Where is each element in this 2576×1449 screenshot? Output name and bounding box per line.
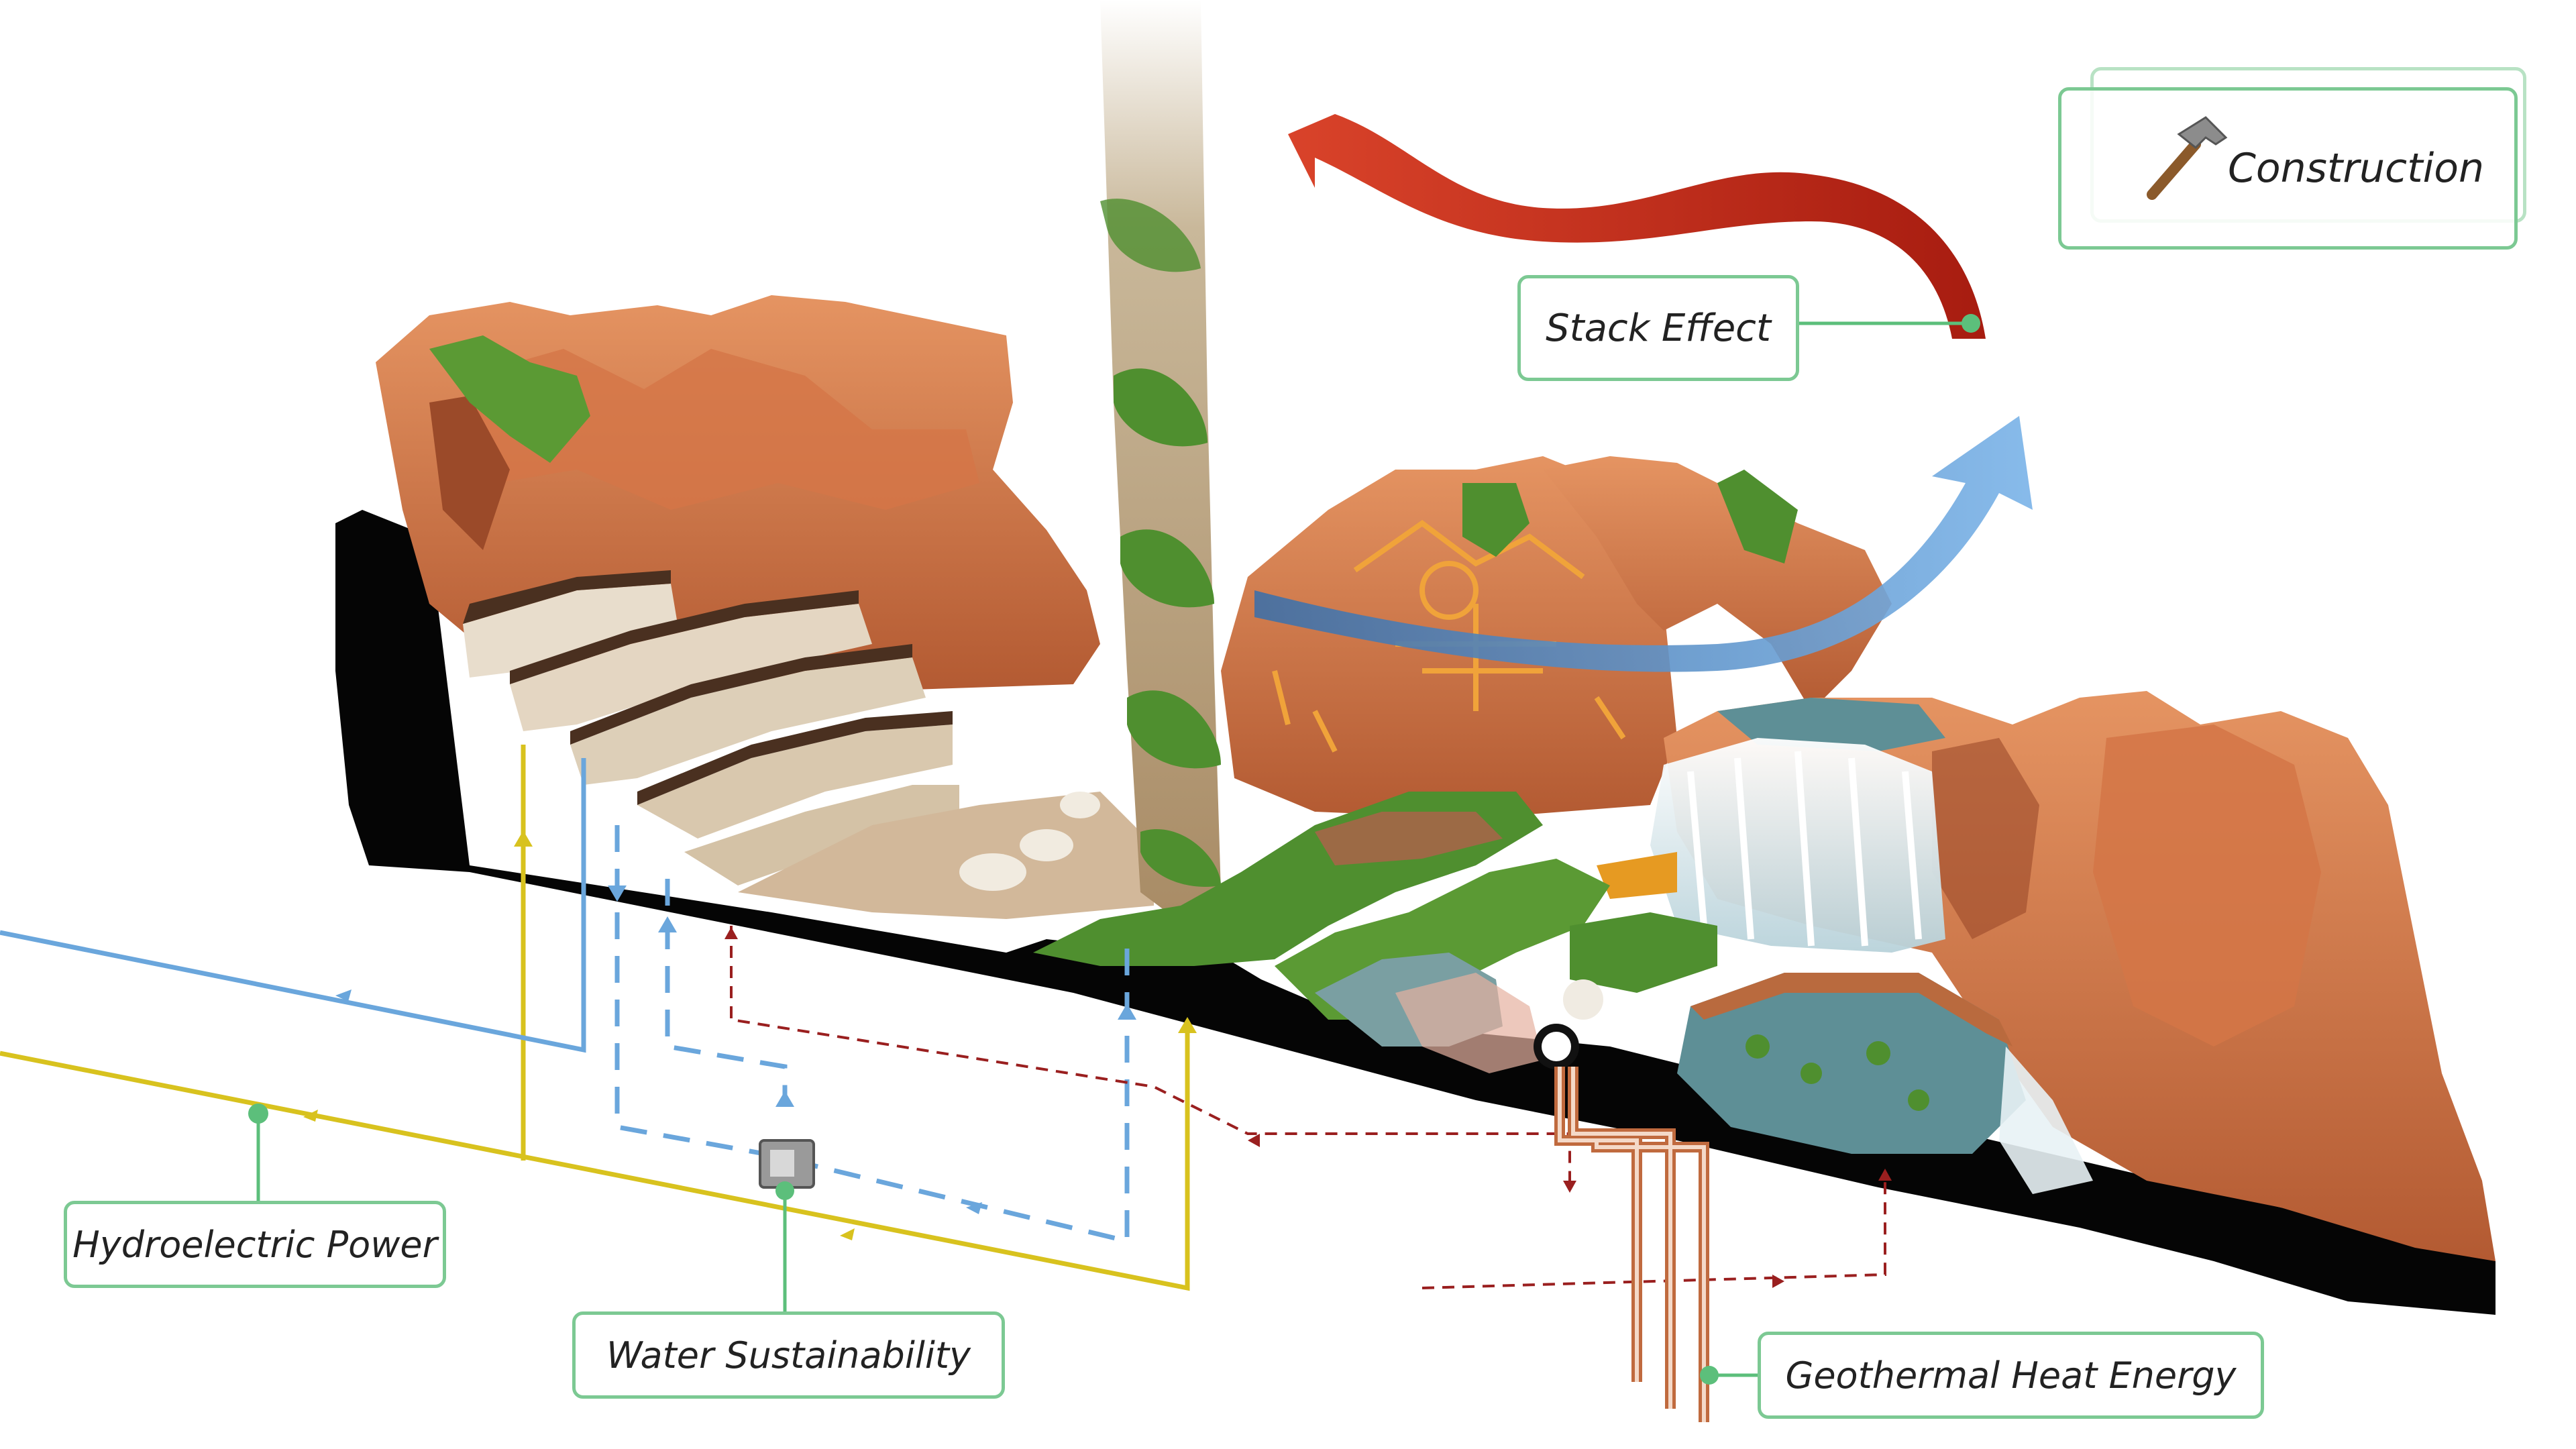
- lower-pond: [1677, 973, 2026, 1154]
- stack-effect-label: Stack Effect: [1517, 275, 1799, 381]
- construction-label: Construction: [2058, 87, 2518, 250]
- geothermal-heat-energy-label: Geothermal Heat Energy: [1758, 1332, 2264, 1419]
- cliff-vegetation: [429, 335, 590, 463]
- water-sustainability-label: Water Sustainability: [572, 1311, 1005, 1399]
- hot-air-arrow: [1288, 114, 1986, 339]
- hammer-icon: [2147, 116, 2228, 200]
- hydroelectric-line: [0, 745, 1190, 1291]
- hydroelectric-power-label: Hydroelectric Power: [64, 1201, 446, 1288]
- stack-effect-label-text: Stack Effect: [1546, 306, 1771, 350]
- upper-pool: [1717, 698, 1945, 751]
- mural: [1272, 520, 1626, 753]
- construction-callout: Construction: [2058, 67, 2528, 250]
- waterfall: [1650, 738, 1945, 953]
- geothermal-pipes: [1554, 1067, 1709, 1422]
- hydroelectric-power-label-text: Hydroelectric Power: [72, 1223, 437, 1266]
- spiral-tower: [1100, 0, 1221, 912]
- geothermal-heat-energy-label-text: Geothermal Heat Energy: [1785, 1354, 2237, 1397]
- plaza: [738, 792, 1154, 919]
- terraced-houses: [463, 570, 959, 885]
- construction-label-text: Construction: [2227, 145, 2484, 192]
- ground-section: [335, 510, 2496, 1315]
- geothermal-line: [730, 926, 1886, 1289]
- water-sustainability-label-text: Water Sustainability: [606, 1334, 971, 1377]
- utility-box-icon: [759, 1139, 815, 1189]
